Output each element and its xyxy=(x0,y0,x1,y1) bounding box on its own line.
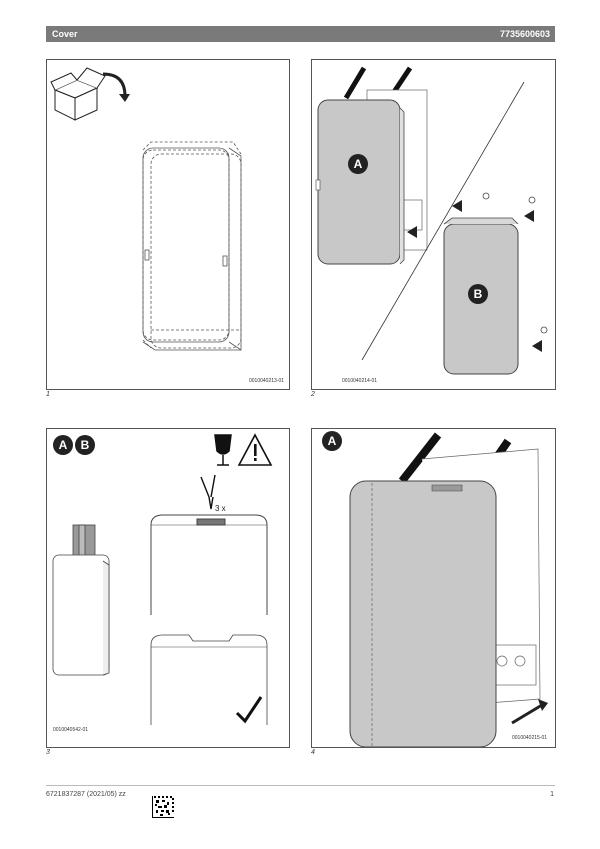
cover-a xyxy=(349,480,497,747)
panel-3-number: 3 xyxy=(46,749,50,756)
panel-3-illustration xyxy=(52,433,273,725)
footer-doc-id: 6721837287 (2021/05) zz xyxy=(46,791,126,798)
arrow-icon xyxy=(511,703,543,725)
fragile-glass-icon xyxy=(214,434,232,466)
panel-2: A B 0010040214-01 xyxy=(311,59,556,390)
panel-1-number: 1 xyxy=(46,391,50,398)
pliers-icon xyxy=(200,474,216,510)
cover-outline xyxy=(142,141,242,349)
panel-4-illustration xyxy=(349,432,548,747)
label-a-badge: A xyxy=(53,435,73,455)
header-title: Cover xyxy=(52,29,78,39)
panel-2-illustration xyxy=(315,66,548,375)
arrow-icon xyxy=(102,72,127,97)
label-a-badge: A xyxy=(322,431,342,451)
label-b-badge: B xyxy=(468,284,488,304)
cover-top-cut xyxy=(150,514,268,615)
panel-2-number: 2 xyxy=(311,391,315,398)
panel-4: A 0010040215-01 xyxy=(311,428,556,748)
warning-triangle-icon xyxy=(237,433,273,466)
panel-4-number: 4 xyxy=(311,749,315,756)
datamatrix-code xyxy=(152,796,174,818)
footer-page-number: 1 xyxy=(550,791,554,798)
panel-4-code: 0010040215-01 xyxy=(512,735,548,741)
panel-3-code: 0010040542-01 xyxy=(53,727,89,733)
label-a-badge: A xyxy=(348,154,368,174)
label-b-badge: B xyxy=(75,435,95,455)
box-open-icon xyxy=(50,67,106,121)
panel-2-code: 0010040214-01 xyxy=(342,378,378,384)
checkmark-icon xyxy=(235,696,263,724)
panel-1-code: 0010040213-01 xyxy=(249,378,285,384)
header-part-number: 7735600603 xyxy=(499,29,550,39)
cover-a xyxy=(317,99,401,265)
page-header: Cover 7735600603 xyxy=(46,26,555,42)
panel-1: 0010040213-01 xyxy=(46,59,290,390)
panel-1-illustration xyxy=(50,67,242,351)
panel-3: A B 3 x 0010040542-01 xyxy=(46,428,290,748)
cut-quantity: 3 x xyxy=(215,504,226,513)
stacked-covers xyxy=(52,524,110,676)
footer-rule xyxy=(46,785,555,786)
